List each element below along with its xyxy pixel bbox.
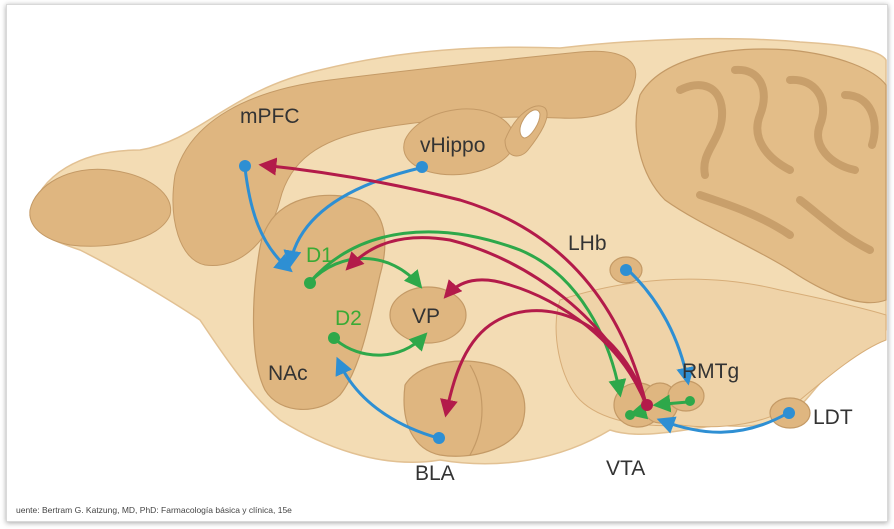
vta-red-dot bbox=[641, 399, 653, 411]
d1-dot bbox=[304, 277, 316, 289]
brain-outline bbox=[30, 39, 886, 464]
label-d1: D1 bbox=[306, 244, 333, 267]
rmtg-green-dot bbox=[685, 396, 695, 406]
label-ldt: LDT bbox=[813, 406, 853, 429]
label-vta: VTA bbox=[606, 457, 645, 480]
label-mpfc: mPFC bbox=[240, 105, 300, 128]
vta-green-dot bbox=[625, 410, 635, 420]
label-bla: BLA bbox=[415, 462, 455, 485]
lhb-dot bbox=[620, 264, 632, 276]
label-vhippo: vHippo bbox=[420, 134, 485, 157]
d2-dot bbox=[328, 332, 340, 344]
mpfc-dot bbox=[239, 160, 251, 172]
label-rmtg: RMTg bbox=[682, 360, 739, 383]
label-nac: NAc bbox=[268, 362, 308, 385]
label-d2: D2 bbox=[335, 307, 362, 330]
bla-dot bbox=[433, 432, 445, 444]
source-caption: uente: Bertram G. Katzung, MD, PhD: Farm… bbox=[16, 505, 292, 515]
label-vp: VP bbox=[412, 305, 440, 328]
label-lhb: LHb bbox=[568, 232, 607, 255]
vhippo-dot bbox=[416, 161, 428, 173]
ldt-dot bbox=[783, 407, 795, 419]
